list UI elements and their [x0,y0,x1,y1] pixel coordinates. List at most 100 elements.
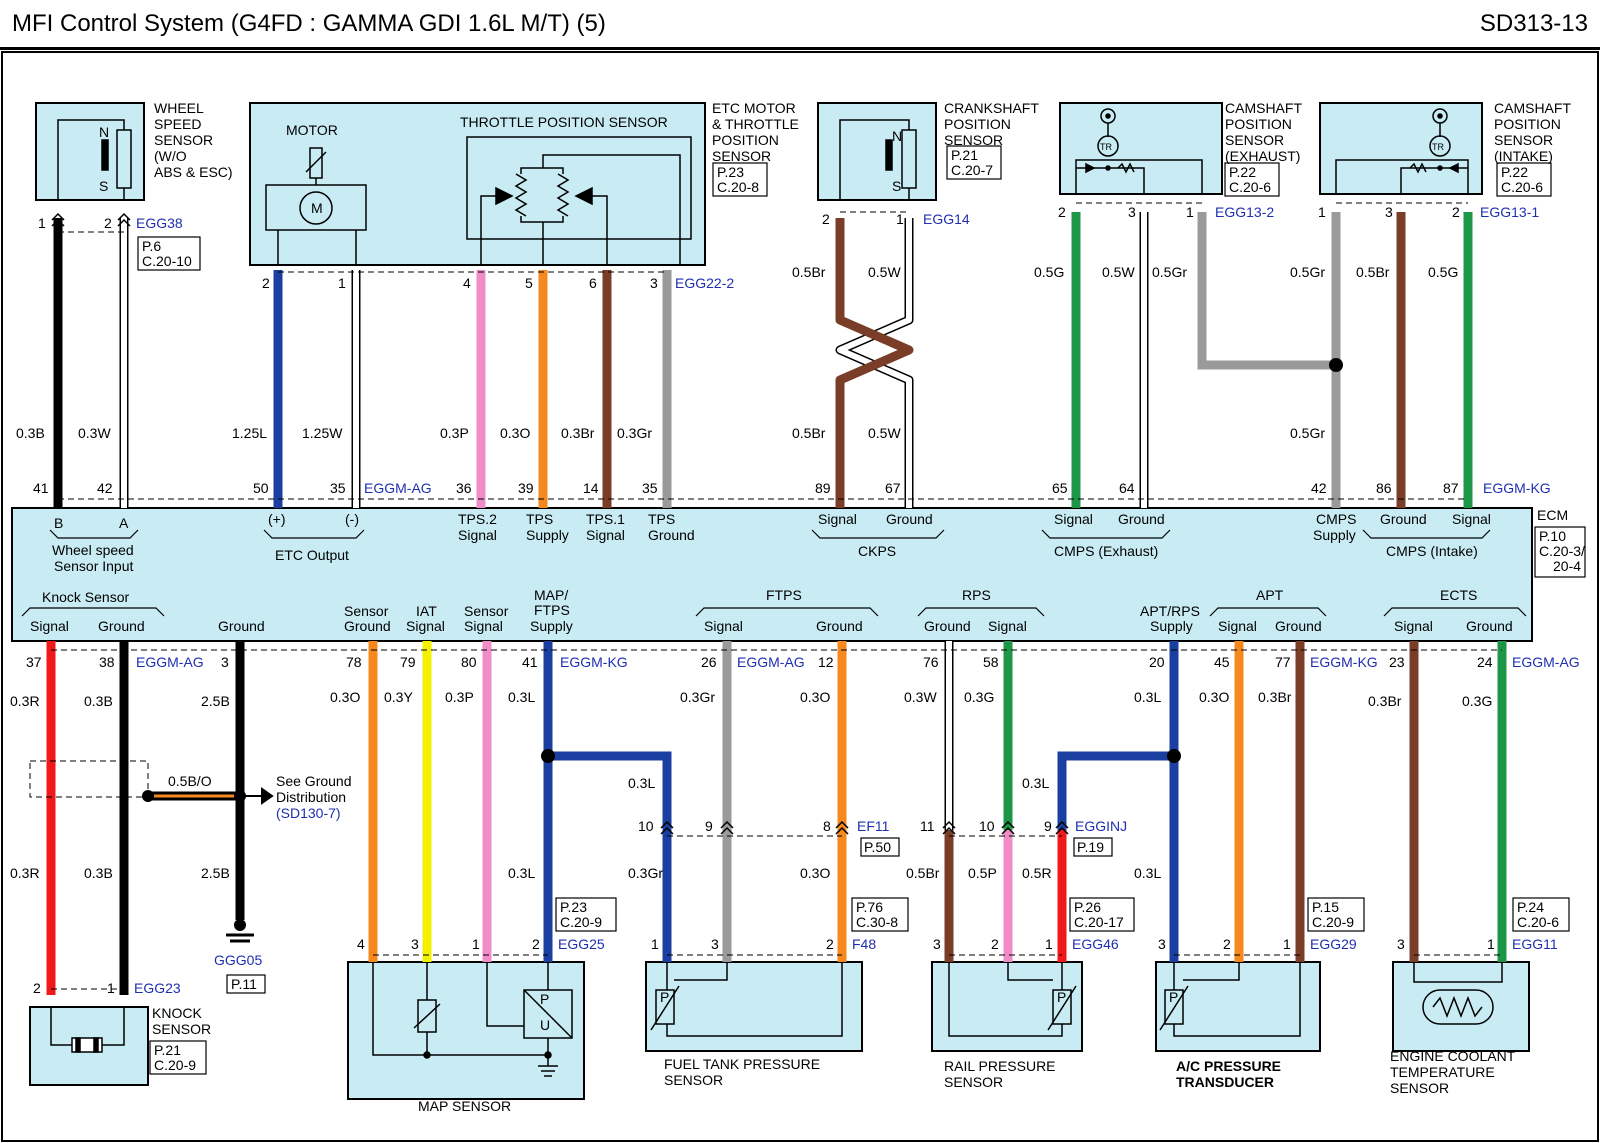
ground-note-2: Distribution [276,789,346,805]
connector-chevrons [51,212,1069,835]
wire-label: 0.3L [1134,865,1161,881]
wss-label-1: WHEEL [154,100,204,116]
ecm-rps-g: RPS [962,587,991,603]
wss-n: N [99,124,109,140]
page-code: SD313-13 [1479,10,1588,37]
pin: 4 [357,936,365,952]
ref-wss-2: C.20-10 [142,253,192,269]
ref-cmpe-2: C.20-6 [1229,179,1271,195]
ects-label-1: ENGINE COOLANT [1390,1048,1516,1064]
ref-map-2: C.20-9 [560,914,602,930]
pin: 45 [1214,654,1230,670]
pin-numbers: 1 2 2 1 4 5 6 3 2 1 2 3 1 1 3 2 41 42 50… [26,204,1495,996]
pin: 20 [1149,654,1165,670]
wire-label: 0.3B [84,693,113,709]
diagram-frame [1,51,1599,1142]
cmpi-label-2: POSITION [1494,116,1561,132]
wire-label: 1.25L [232,425,267,441]
wire-label: 1.25W [302,425,343,441]
wire-label: 0.5R [1022,865,1052,881]
pin: 24 [1477,654,1493,670]
pin: 65 [1052,480,1068,496]
ecm-ftps-sig: Signal [704,618,743,634]
ref-ecm-1: P.10 [1539,528,1566,544]
ecm-ec-sig: Signal [1394,618,1433,634]
pin: 35 [330,480,346,496]
wire-map-supply-blue [543,641,672,962]
wire-label: 0.3P [440,425,469,441]
ground-note-1: See Ground [276,773,352,789]
pin: 1 [1045,936,1053,952]
pin: 11 [920,818,935,834]
map-p: P [540,991,549,1007]
ref-cmpi-1: P.22 [1501,164,1528,180]
pin: 86 [1376,480,1392,496]
map-u: U [540,1017,550,1033]
pin: 89 [815,480,831,496]
splice-cmps-supply [1329,358,1343,372]
pin: 6 [589,275,597,291]
ecm-wss-a: A [119,515,129,531]
ref-wss-1: P.6 [142,238,161,254]
ckp-label-1: CRANKSHAFT [944,100,1039,116]
ecm-mfs-c: Supply [530,618,573,634]
ckp-label-2: POSITION [944,116,1011,132]
pin: 1 [1186,204,1194,220]
ecm-ck-sig: Signal [818,511,857,527]
pin: 37 [26,654,42,670]
pin: 1 [338,275,346,291]
conn-egg29: EGG29 [1310,936,1357,952]
ecm-iat-a: IAT [416,603,437,619]
ecm-ce-g: CMPS (Exhaust) [1054,543,1158,559]
conn-egginj: EGGINJ [1075,818,1127,834]
ecm-rps-gnd: Ground [924,618,971,634]
pin: 41 [522,654,538,670]
wire-label: 0.3O [800,689,830,705]
pin: 1 [651,936,659,952]
pin: 14 [583,480,599,496]
pin: 3 [1385,204,1393,220]
ecm-tps1a: TPS.1 [586,511,625,527]
wss-label-4: (W/O [154,148,187,164]
wire-label: 0.3O [330,689,360,705]
etc-label-4: SENSOR [712,148,771,164]
pin: 3 [711,936,719,952]
ecm-ss-b: Signal [464,618,503,634]
ecm-tpssa: TPS [526,511,553,527]
ecm-ce-gnd: Ground [1118,511,1165,527]
wire-label: 2.5B [201,693,230,709]
ecm-etc-g: ETC Output [275,547,349,563]
ecm-sg-a: Sensor [344,603,389,619]
wire-cmpe-gray [1197,212,1336,370]
ecm-apt-g: APT [1256,587,1284,603]
pin: 42 [1311,480,1327,496]
pin: 3 [221,654,229,670]
pin: 9 [1044,818,1052,834]
wire-label: 0.5W [868,425,901,441]
conn-eggm-ag-2: EGGM-AG [737,654,805,670]
acp-label-1: A/C PRESSURE [1176,1058,1281,1074]
wss-label-3: SENSOR [154,132,213,148]
wire-label: 0.3Br [561,425,595,441]
pin: 39 [518,480,534,496]
ecm-ftps-g: FTPS [766,587,802,603]
pin: 23 [1389,654,1405,670]
conn-egg25: EGG25 [558,936,605,952]
cmpi-tr: TR [1432,142,1444,152]
pin: 4 [463,275,471,291]
ecm-cs-b: Supply [1313,527,1356,543]
ref-ef11: P.50 [864,839,891,855]
ecm-ss-a: Sensor [464,603,509,619]
wire-label: 0.3L [628,775,655,791]
ref-cmpi-2: C.20-6 [1501,179,1543,195]
ecm-box [11,507,1533,642]
cmpe-label-3: SENSOR [1225,132,1284,148]
connector-ids: EGG38 EGG22-2 EGG14 EGG13-2 EGG13-1 EGGM… [134,204,1580,996]
conn-f48: F48 [852,936,876,952]
wire-label: 0.3G [1462,693,1492,709]
pin: 1 [38,215,46,231]
ref-ects-1: P.24 [1517,899,1544,915]
ecm-ks-sig: Signal [30,618,69,634]
conn-egg11: EGG11 [1512,936,1558,952]
wheel-speed-sensor-box [35,102,145,201]
